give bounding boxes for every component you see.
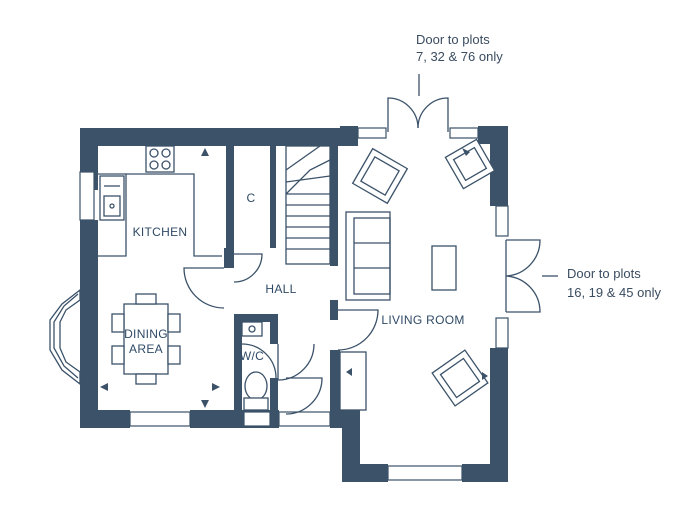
basin-icon — [241, 321, 263, 337]
window-bottom-dining — [129, 411, 191, 427]
wall-cupboard-right — [270, 146, 276, 248]
window-bottom-living — [387, 465, 463, 481]
window-left-upper — [79, 171, 95, 221]
label-wc: W/C — [240, 349, 264, 363]
windows — [79, 127, 509, 481]
window-wc — [243, 411, 271, 427]
label-living-room: LIVING ROOM — [381, 313, 464, 327]
label-dining-1: DINING — [124, 327, 168, 341]
wall-bottom-left — [80, 410, 130, 428]
wall-cupboard-left — [226, 146, 234, 254]
doors — [183, 97, 558, 415]
toilet-icon — [244, 371, 268, 401]
armchair-icon-2 — [444, 138, 496, 190]
label-cupboard: C — [247, 191, 256, 205]
coffee-table-icon — [431, 245, 457, 291]
hob-icon — [145, 145, 175, 173]
wall-bottom-right-b — [462, 464, 508, 482]
label-hall: HALL — [265, 282, 296, 296]
wall-kitchen-hall — [224, 248, 234, 268]
wall-wc-right-lower — [270, 378, 278, 410]
room-labels: KITCHEN C DINING AREA HALL W/C LIVING RO… — [124, 191, 464, 363]
window-hall — [278, 411, 331, 427]
wall-hall-living — [330, 146, 338, 266]
kitchen-fittings — [98, 145, 222, 257]
note-top-door-line1: Door to plots — [416, 32, 490, 47]
note-side-door-line1: Door to plots — [567, 266, 641, 281]
window-right-b — [495, 317, 509, 349]
wall-right-upper — [490, 126, 508, 206]
window-top-living-b — [449, 127, 479, 139]
interior-walls — [224, 146, 340, 410]
sofa-icon — [345, 211, 391, 301]
staircase — [285, 145, 331, 265]
wall-left-mid — [80, 220, 98, 290]
wall-top-right-a — [340, 126, 358, 146]
tv-unit-icon — [339, 351, 367, 411]
label-dining-2: AREA — [129, 342, 163, 356]
wall-bottom-right-a — [342, 464, 388, 482]
armchair-icon — [351, 147, 409, 205]
wall-wc-right — [270, 314, 278, 344]
label-kitchen: KITCHEN — [133, 225, 188, 239]
wall-right-lower — [490, 348, 508, 482]
living-room-furniture — [339, 138, 496, 411]
wc-fittings — [241, 321, 269, 411]
wall-top-left — [80, 128, 358, 146]
armchair-icon-3 — [431, 349, 489, 407]
wall-bottom-mid — [190, 410, 244, 428]
wall-wc-top — [234, 314, 278, 322]
door-notes: Door to plots 7, 32 & 76 only Door to pl… — [416, 32, 661, 300]
note-side-door-line2: 16, 19 & 45 only — [567, 285, 661, 300]
wall-hall-living-lower — [330, 300, 338, 320]
wall-wc-left — [234, 314, 242, 410]
note-top-door-line2: 7, 32 & 76 only — [416, 49, 503, 64]
bay-window — [49, 288, 98, 386]
window-right-a — [495, 205, 509, 237]
window-top-living-a — [357, 127, 387, 139]
dining-table — [100, 293, 220, 408]
wall-living-inner — [330, 350, 340, 410]
